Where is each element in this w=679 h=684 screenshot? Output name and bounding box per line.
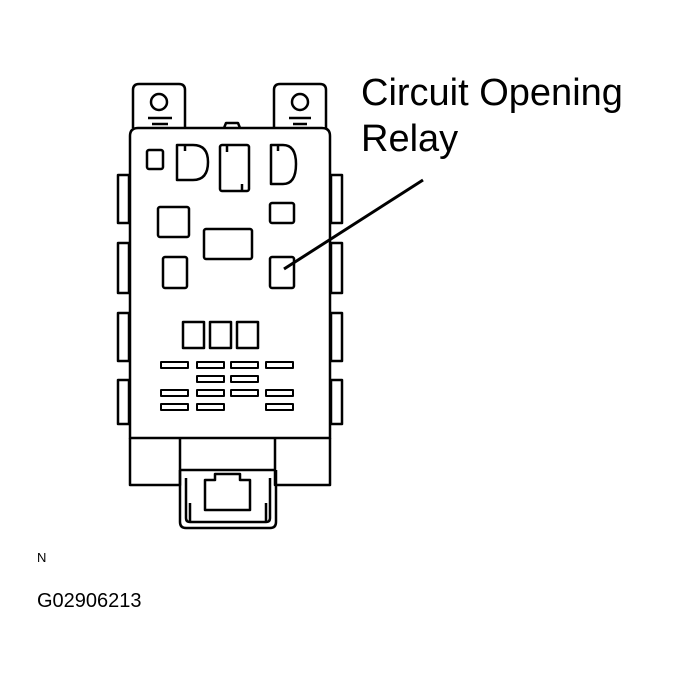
relay-socket-lower-left (161, 255, 189, 290)
relay-socket-d-shape-2 (269, 143, 298, 186)
relay-socket-wide-center (202, 227, 254, 261)
callout-label-line-2: Relay (361, 118, 459, 160)
north-marker: N (37, 550, 47, 565)
mounting-tab-left (131, 82, 187, 128)
callout-label: Circuit Opening Relay (361, 70, 623, 162)
relay-socket-small-top-left (145, 148, 165, 171)
connector-housing-lower (128, 438, 332, 487)
wire-connector (178, 470, 278, 530)
callout-leader-line (283, 178, 424, 271)
relay-socket-square-left (156, 205, 191, 239)
fuse-slots-square-row (181, 320, 260, 350)
relay-block-body (128, 121, 332, 440)
relay-socket-square-right (268, 201, 296, 225)
circuit-opening-relay-socket (268, 255, 296, 290)
relay-socket-tall-center (218, 143, 251, 193)
mini-fuse-slots (160, 361, 294, 411)
callout-label-line-1: Circuit Opening (361, 72, 623, 114)
side-clips-right (329, 173, 344, 426)
side-clips-left (116, 173, 131, 426)
mounting-tab-right (272, 82, 328, 128)
figure-id: G02906213 (37, 590, 142, 612)
relay-socket-d-shape-1 (175, 143, 210, 182)
